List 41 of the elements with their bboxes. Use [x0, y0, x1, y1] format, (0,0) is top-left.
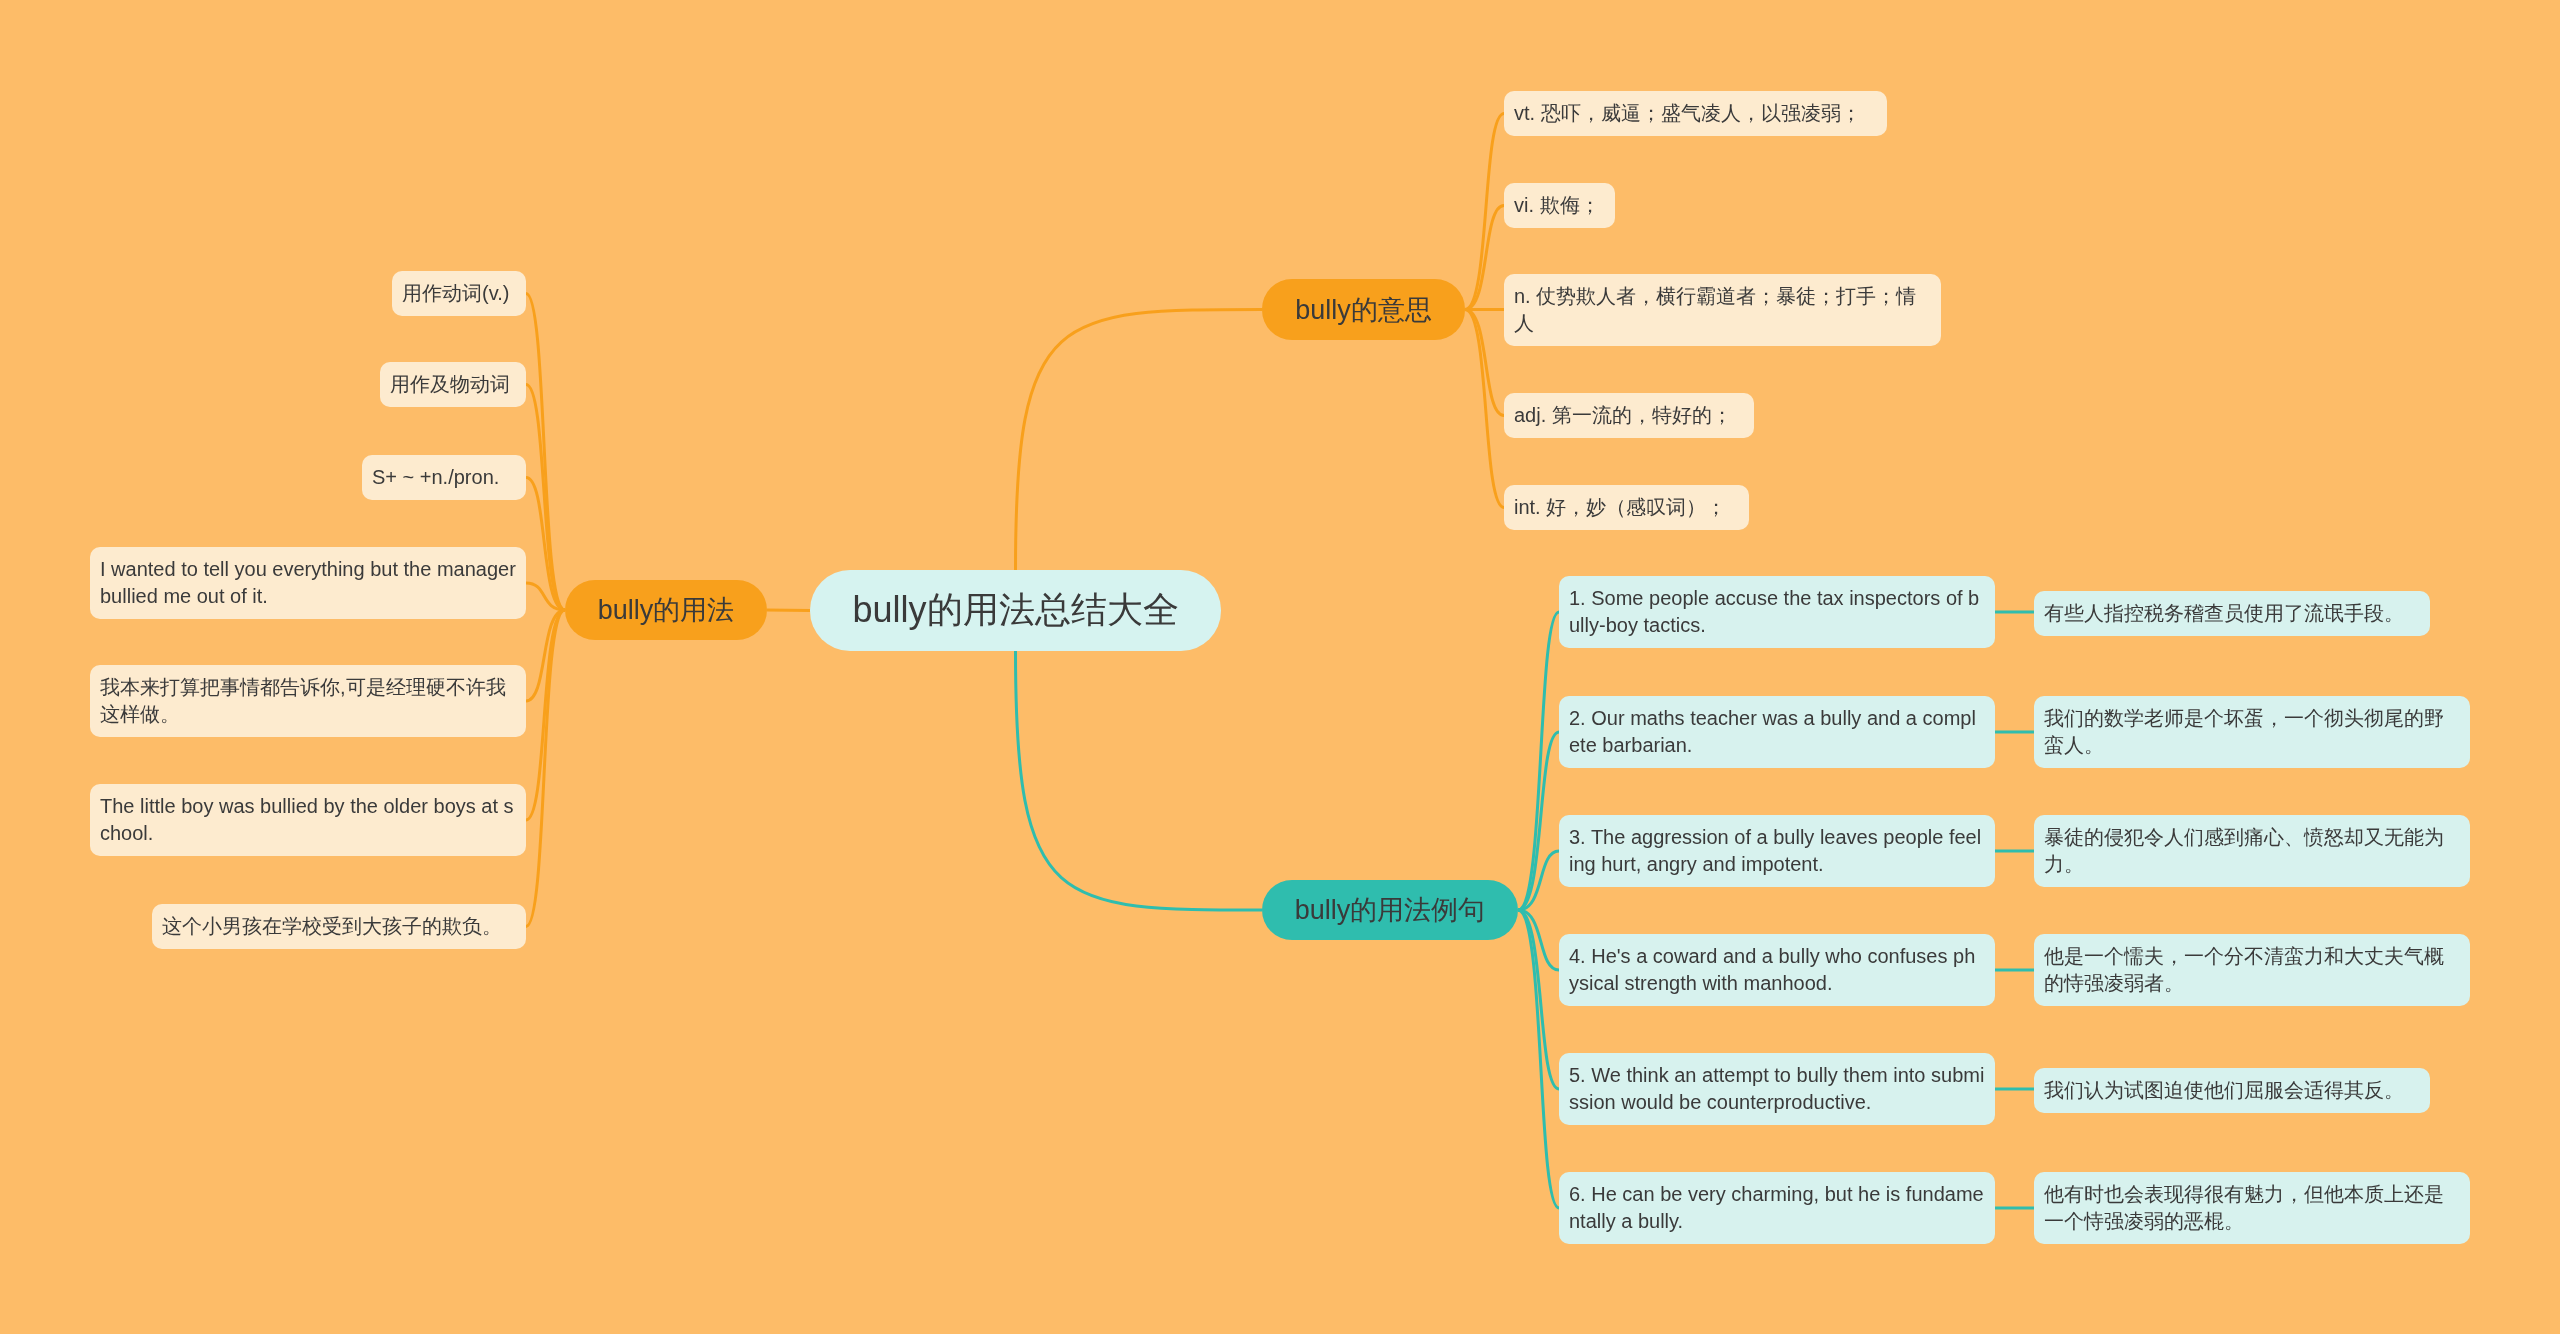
connector-line	[1995, 849, 2034, 853]
topic-box: 他是一个懦夫，一个分不清蛮力和大丈夫气概的恃强凌弱者。	[2034, 934, 2470, 1006]
branch-topic: bully的用法	[565, 580, 767, 640]
topic-box: 用作及物动词	[380, 362, 526, 407]
topic-box: 4. He's a coward and a bully who confuses physical strength with manhood.	[1559, 934, 1995, 1006]
topic-box: adj. 第一流的，特好的；	[1504, 393, 1754, 438]
topic-box: 有些人指控税务稽查员使用了流氓手段。	[2034, 591, 2430, 636]
topic-box: 他有时也会表现得很有魅力，但他本质上还是一个恃强凌弱的恶棍。	[2034, 1172, 2470, 1244]
topic-box: 我们认为试图迫使他们屈服会适得其反。	[2034, 1068, 2430, 1113]
topic-box: 2. Our maths teacher was a bully and a complete barbarian.	[1559, 696, 1995, 768]
connector-line	[524, 609, 567, 928]
topic-box: 用作动词(v.)	[392, 271, 526, 316]
topic-box: 暴徒的侵犯令人们感到痛心、愤怒却又无能为力。	[2034, 815, 2470, 887]
connector-line	[1464, 308, 1505, 417]
topic-box: int. 好，妙（感叹词）；	[1504, 485, 1749, 530]
connector-line	[1995, 1087, 2034, 1091]
topic-box: The little boy was bullied by the older boys at school.	[90, 784, 526, 856]
topic-box: I wanted to tell you everything but the manager bullied me out of it.	[90, 547, 526, 619]
branch-topic: bully的意思	[1262, 279, 1465, 340]
topic-box: S+ ~ +n./pron.	[362, 455, 526, 500]
topic-box: vi. 欺侮；	[1504, 183, 1615, 228]
connector-line	[767, 608, 810, 612]
topic-box: 6. He can be very charming, but he is fundamentally a bully.	[1559, 1172, 1995, 1244]
connector-line	[1995, 610, 2034, 614]
connector-line	[1464, 308, 1505, 509]
topic-box: 我本来打算把事情都告诉你,可是经理硬不许我这样做。	[90, 665, 526, 737]
connector-line	[1464, 204, 1505, 311]
branch-topic: bully的用法例句	[1262, 880, 1518, 940]
topic-box: n. 仗势欺人者，横行霸道者；暴徒；打手；情人	[1504, 274, 1941, 346]
connector-line	[1995, 730, 2034, 734]
topic-box: vt. 恐吓，威逼；盛气凌人，以强凌弱；	[1504, 91, 1887, 136]
topic-box: 1. Some people accuse the tax inspectors of bully-boy tactics.	[1559, 576, 1995, 648]
topic-box: 我们的数学老师是个坏蛋，一个彻头彻尾的野蛮人。	[2034, 696, 2470, 768]
topic-box: 这个小男孩在学校受到大孩子的欺负。	[152, 904, 526, 949]
topic-box: 3. The aggression of a bully leaves people feeling hurt, angry and impotent.	[1559, 815, 1995, 887]
connector-line	[1995, 968, 2034, 972]
connector-line	[1995, 1206, 2034, 1210]
central-topic: bully的用法总结大全	[810, 570, 1221, 651]
connector-line	[1014, 650, 1262, 912]
topic-box: 5. We think an attempt to bully them into submission would be counterproductive.	[1559, 1053, 1995, 1125]
connector-line	[1014, 308, 1262, 571]
